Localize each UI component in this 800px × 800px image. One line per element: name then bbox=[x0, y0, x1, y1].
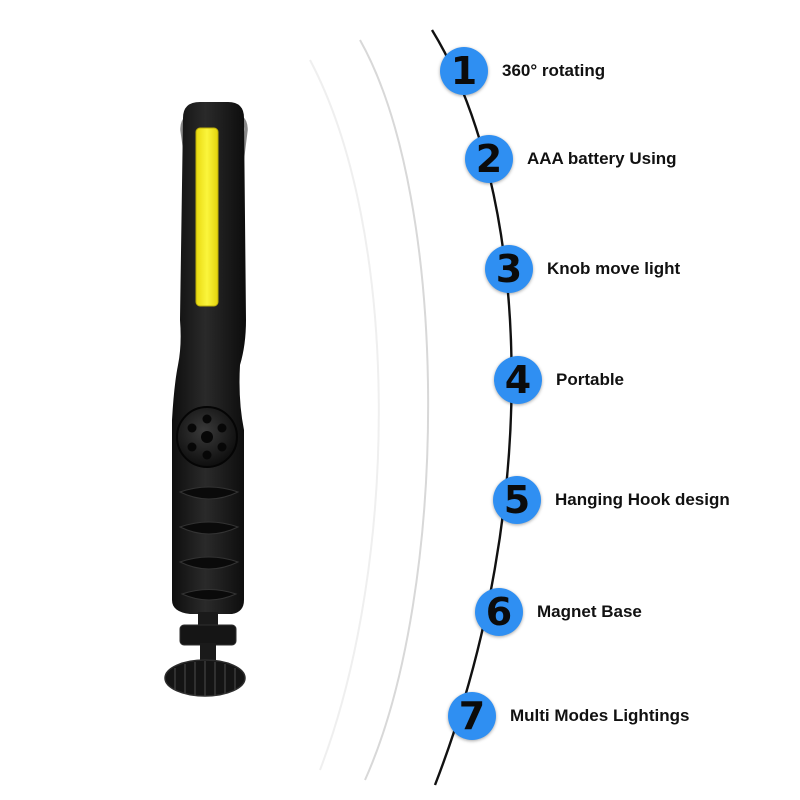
feature-label: Magnet Base bbox=[537, 602, 642, 621]
number-badge: 6 bbox=[475, 588, 523, 636]
feature-label: Hanging Hook design bbox=[555, 490, 730, 509]
feature-label: Portable bbox=[556, 370, 625, 389]
control-knob bbox=[176, 406, 238, 468]
number-badge: 7 bbox=[448, 692, 496, 740]
feature-label: 360° rotating bbox=[502, 61, 606, 80]
feature-item: 1 360° rotating bbox=[440, 43, 605, 99]
cob-led-panel bbox=[195, 127, 219, 307]
feature-item: 3 Knob move light bbox=[485, 241, 680, 297]
feature-item: 2 AAA battery Using bbox=[465, 131, 677, 187]
feature-item: 7 Multi Modes Lightings bbox=[448, 688, 689, 744]
number-badge: 3 bbox=[485, 245, 533, 293]
grip-ridges bbox=[178, 486, 240, 601]
feature-item: 6 Magnet Base bbox=[475, 584, 642, 640]
inner-arc-shadow bbox=[359, 39, 430, 781]
number-badge: 5 bbox=[493, 476, 541, 524]
feature-label: Knob move light bbox=[547, 259, 681, 278]
faint-arc bbox=[309, 59, 380, 771]
feature-item: 5 Hanging Hook design bbox=[493, 472, 730, 528]
number-badge: 2 bbox=[465, 135, 513, 183]
number-badge: 4 bbox=[494, 356, 542, 404]
light-body bbox=[172, 102, 246, 614]
number-badge: 1 bbox=[440, 47, 488, 95]
feature-label: AAA battery Using bbox=[527, 149, 677, 168]
feature-label: Multi Modes Lightings bbox=[510, 706, 690, 725]
rotating-magnet-base bbox=[164, 612, 246, 697]
feature-item: 4 Portable bbox=[494, 352, 624, 408]
